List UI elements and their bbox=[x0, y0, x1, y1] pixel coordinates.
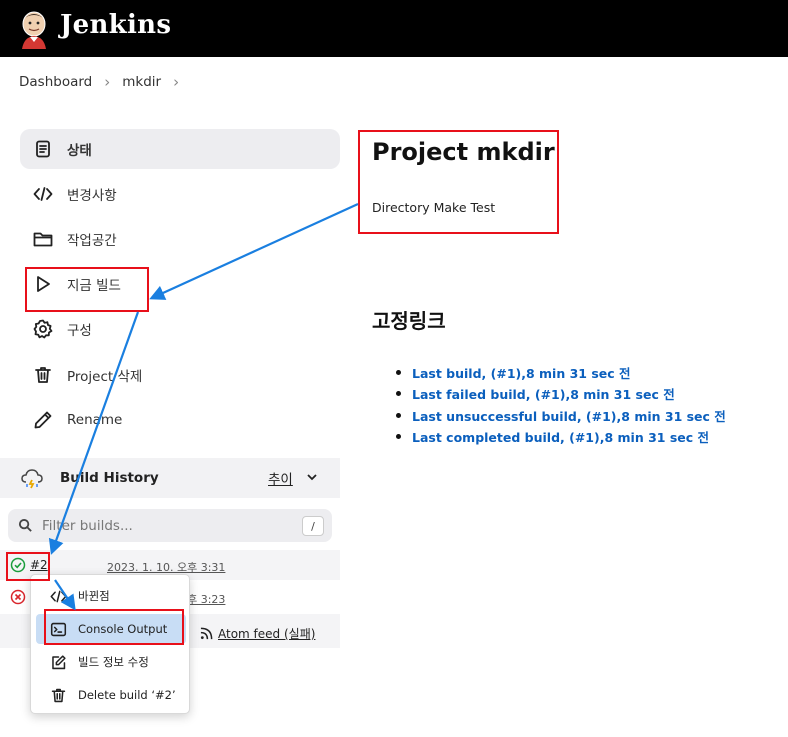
top-header: Jenkins bbox=[0, 0, 788, 57]
annotation-box-project bbox=[358, 130, 559, 234]
sidebar-item-changes[interactable]: 변경사항 bbox=[20, 174, 340, 214]
permalinks-list: Last build, (#1),8 min 31 sec 전 Last fai… bbox=[396, 362, 726, 447]
edit-icon bbox=[52, 654, 66, 669]
code-icon bbox=[32, 183, 54, 205]
menu-item-edit-build-info[interactable]: 빌드 정보 수정 bbox=[36, 647, 186, 677]
shortcut-key: / bbox=[302, 516, 324, 536]
build-history-title: Build History bbox=[60, 470, 159, 486]
sidebar-item-configure[interactable]: 구성 bbox=[20, 309, 340, 349]
sidebar-item-label: 지금 빌드 bbox=[67, 278, 121, 294]
permalink-last-build[interactable]: Last build, (#1),8 min 31 sec 전 bbox=[396, 362, 726, 383]
breadcrumb: Dashboard › mkdir › bbox=[19, 72, 191, 92]
rss-icon bbox=[200, 627, 213, 640]
sidebar-item-rename[interactable]: Rename bbox=[20, 400, 340, 440]
permalink-last-completed-build[interactable]: Last completed build, (#1),8 min 31 sec … bbox=[396, 426, 726, 447]
menu-item-delete-build[interactable]: Delete build ‘#2’ bbox=[36, 680, 186, 710]
pencil-icon bbox=[32, 409, 54, 431]
document-icon bbox=[32, 138, 54, 160]
trash-icon bbox=[51, 688, 66, 702]
menu-item-label: Console Output bbox=[78, 622, 168, 636]
permalink-last-unsuccessful-build[interactable]: Last unsuccessful build, (#1),8 min 31 s… bbox=[396, 405, 726, 426]
sidebar-item-label: 변경사항 bbox=[67, 188, 117, 204]
annotation-box-build-now bbox=[25, 267, 149, 312]
chevron-right-icon[interactable]: › bbox=[173, 73, 180, 91]
menu-item-console-output[interactable]: Console Output bbox=[36, 614, 186, 644]
failed-x-icon bbox=[10, 589, 26, 605]
sidebar-item-label: Project 삭제 bbox=[67, 369, 143, 385]
sidebar-item-status[interactable]: 상태 bbox=[20, 129, 340, 169]
sidebar-item-workspace[interactable]: 작업공간 bbox=[20, 219, 340, 259]
chevron-down-icon[interactable] bbox=[305, 470, 319, 484]
build-number-link[interactable]: #2 bbox=[30, 558, 48, 572]
sidebar-item-label: 작업공간 bbox=[67, 233, 117, 249]
permalinks-heading: 고정링크 bbox=[372, 309, 446, 333]
project-description: Directory Make Test bbox=[372, 200, 496, 215]
sidebar-item-label: 상태 bbox=[67, 143, 92, 159]
atom-feed-link[interactable]: Atom feed (실패) bbox=[200, 625, 315, 642]
trash-icon bbox=[32, 364, 54, 386]
menu-item-label: 바뀐점 bbox=[78, 589, 110, 603]
play-icon bbox=[32, 273, 54, 295]
trend-link[interactable]: 추이 bbox=[268, 472, 293, 488]
filter-builds-input[interactable] bbox=[42, 517, 282, 534]
sidebar-item-label: 구성 bbox=[67, 323, 92, 339]
search-icon bbox=[18, 518, 32, 532]
menu-item-label: 빌드 정보 수정 bbox=[78, 655, 149, 669]
annotation-box-build-2 bbox=[6, 552, 50, 581]
atom-feed-label: Atom feed (실패) bbox=[218, 627, 316, 641]
build-history-header: Build History 추이 bbox=[0, 458, 340, 498]
sidebar-item-build-now[interactable]: 지금 빌드 bbox=[20, 264, 340, 304]
success-check-icon bbox=[10, 557, 26, 573]
permalink-last-failed-build[interactable]: Last failed build, (#1),8 min 31 sec 전 bbox=[396, 383, 726, 404]
project-title: Project mkdir bbox=[372, 138, 555, 166]
brand-title[interactable]: Jenkins bbox=[60, 10, 172, 40]
build-date-link[interactable]: 2023. 1. 10. 오후 3:31 bbox=[107, 561, 226, 574]
chevron-right-icon: › bbox=[104, 73, 111, 91]
weather-cloud-icon bbox=[21, 469, 43, 489]
menu-item-label: Delete build ‘#2’ bbox=[78, 688, 176, 702]
sidebar-item-delete-project[interactable]: Project 삭제 bbox=[20, 355, 340, 395]
code-icon bbox=[50, 590, 67, 602]
breadcrumb-dashboard[interactable]: Dashboard bbox=[19, 74, 93, 90]
filter-builds-field[interactable]: / bbox=[8, 509, 332, 542]
menu-item-changes[interactable]: 바뀐점 bbox=[36, 581, 186, 611]
terminal-icon bbox=[50, 622, 67, 636]
annotation-box-console-output bbox=[44, 609, 184, 645]
breadcrumb-mkdir[interactable]: mkdir bbox=[122, 74, 162, 90]
sidebar-item-label: Rename bbox=[67, 412, 123, 428]
jenkins-butler-icon[interactable] bbox=[18, 9, 50, 49]
folder-icon bbox=[32, 228, 54, 250]
gear-icon bbox=[32, 318, 54, 340]
